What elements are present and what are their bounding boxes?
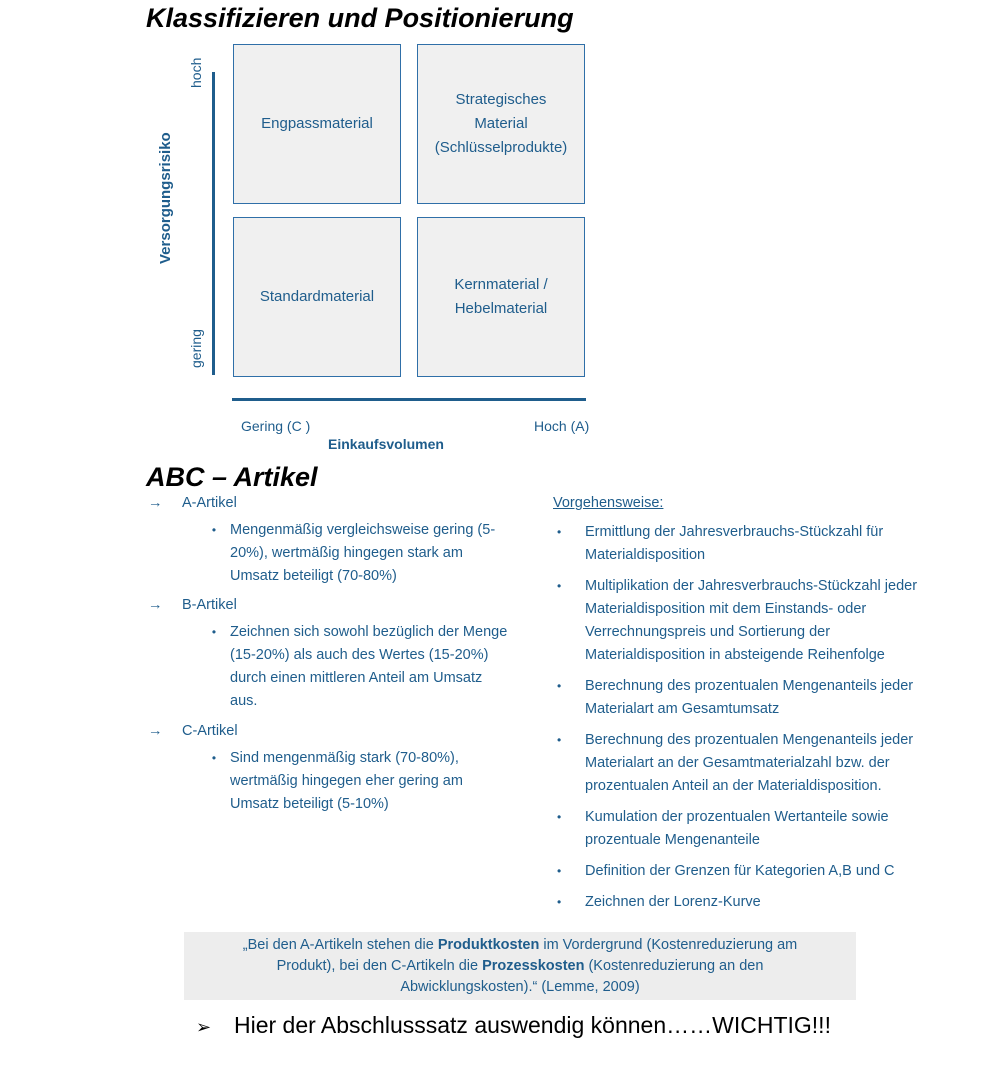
list-item: •Multiplikation der Jahresverbrauchs-Stü…: [553, 575, 973, 667]
quote-line-3: Abwicklungskosten).“ (Lemme, 2009): [400, 979, 640, 995]
x-low-label: Gering (C ): [241, 418, 311, 434]
final-note: ➢Hier der Abschlusssatz auswendig können…: [196, 1012, 831, 1038]
procedure-steps: •Ermittlung der Jahresverbrauchs-Stückza…: [553, 521, 973, 914]
procedure-title: Vorgehensweise:: [553, 495, 664, 511]
item-b-text: • Zeichnen sich sowohl bezüglich der Men…: [198, 621, 548, 713]
heading-abc: ABC – Artikel: [146, 462, 318, 492]
bullet-icon: •: [557, 864, 562, 878]
arrow-icon: →: [148, 723, 163, 739]
x-high-label: Hoch (A): [534, 418, 590, 434]
list-item: •Berechnung des prozentualen Mengenantei…: [553, 675, 973, 721]
item-c-text: • Sind mengenmäßig stark (70-80%), wertm…: [198, 747, 548, 816]
quote-box: „Bei den A-Artikeln stehen die Produktko…: [184, 932, 856, 1000]
bullet-icon: •: [557, 579, 562, 593]
cell-kernmaterial: Kernmaterial / Hebelmaterial: [417, 217, 585, 377]
bullet-icon: •: [557, 679, 562, 693]
y-axis-line: [212, 72, 215, 375]
y-high-label: hoch: [188, 57, 204, 88]
item-a-text: • Mengenmäßig vergleichsweise gering (5-…: [198, 519, 548, 588]
cell-engpassmaterial: Engpassmaterial: [233, 44, 401, 204]
y-axis-label: Versorgungsrisiko: [157, 132, 174, 264]
heading-positioning: Klassifizieren und Positionierung: [146, 3, 574, 33]
item-a-title: →A-Artikel: [148, 495, 237, 511]
arrow-icon: →: [148, 597, 163, 613]
arrow-icon: →: [148, 495, 163, 511]
list-item: •Definition der Grenzen für Kategorien A…: [553, 860, 973, 883]
cell-standardmaterial: Standardmaterial: [233, 217, 401, 377]
item-b-title: →B-Artikel: [148, 597, 237, 613]
x-axis-label: Einkaufsvolumen: [328, 436, 444, 452]
arrowhead-bullet-icon: ➢: [196, 1017, 212, 1037]
bullet-icon: •: [557, 810, 562, 824]
bullet-icon: •: [557, 733, 562, 747]
abc-items: →A-Artikel • Mengenmäßig vergleichsweise…: [148, 495, 548, 816]
bullet-icon: •: [211, 625, 217, 639]
list-item: •Zeichnen der Lorenz-Kurve: [553, 891, 973, 914]
procedure: Vorgehensweise: •Ermittlung der Jahresve…: [553, 495, 973, 922]
x-axis-line: [232, 398, 586, 401]
bullet-icon: •: [211, 751, 217, 765]
list-item: •Ermittlung der Jahresverbrauchs-Stückza…: [553, 521, 973, 567]
cell-strategisches-material: Strategisches Material (Schlüsselprodukt…: [417, 44, 585, 204]
quote-line-1: „Bei den A-Artikeln stehen die Produktko…: [242, 937, 798, 953]
bullet-icon: •: [211, 523, 217, 537]
item-c-title: →C-Artikel: [148, 723, 238, 739]
quote-line-2: Produkt), bei den C-Artikeln die Prozess…: [276, 958, 764, 974]
bullet-icon: •: [557, 525, 562, 539]
y-low-label: gering: [188, 329, 204, 368]
list-item: •Kumulation der prozentualen Wertanteile…: [553, 806, 973, 852]
list-item: •Berechnung des prozentualen Mengenantei…: [553, 729, 973, 798]
bullet-icon: •: [557, 895, 562, 909]
